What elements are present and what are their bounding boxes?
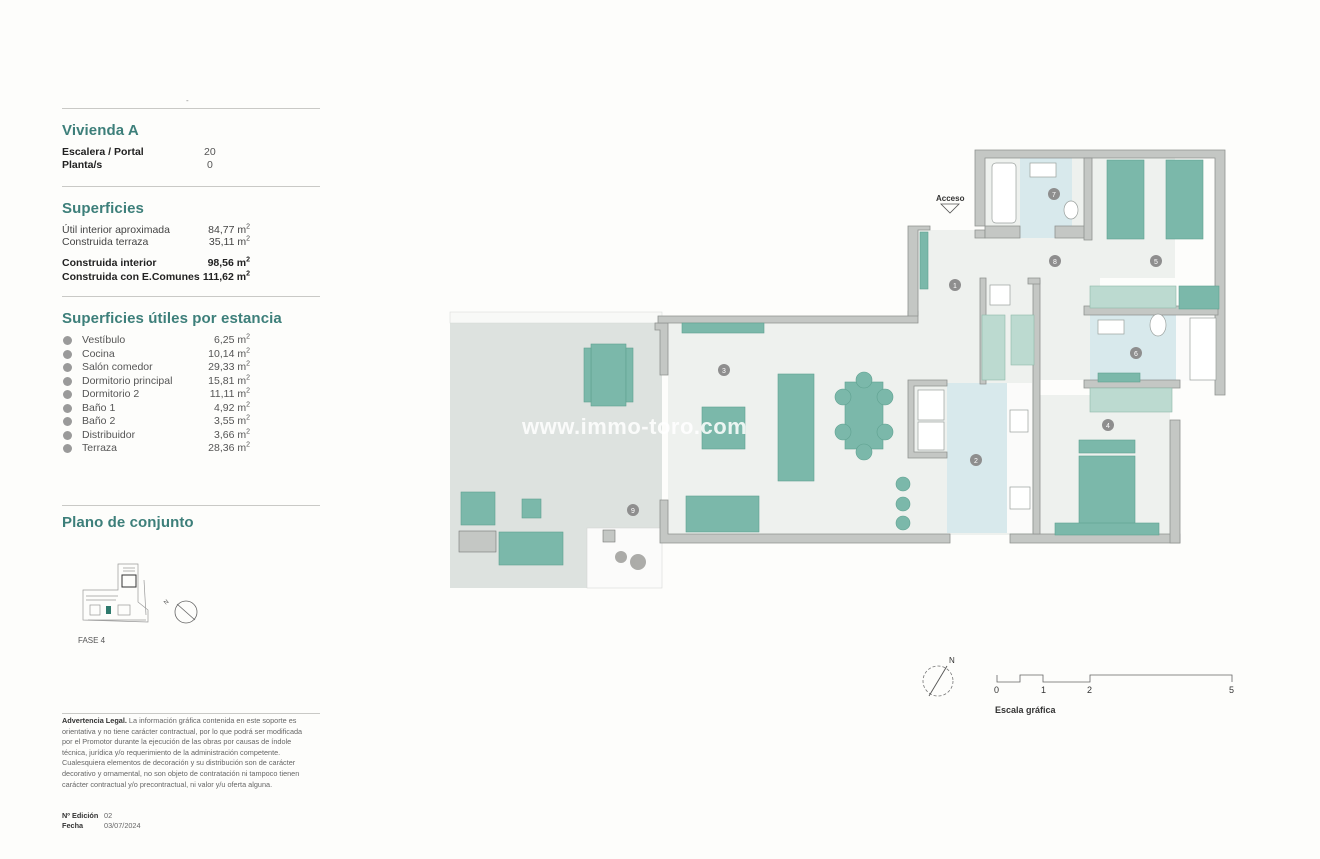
room-area: 4,92 m2 [213,401,250,414]
estancias-title: Superficies útiles por estancia [62,310,282,327]
svg-text:7: 7 [1052,192,1056,199]
room-label: Vestíbulo [82,334,126,346]
divider [62,505,320,506]
edition-value: 02 [104,811,113,820]
dining-table [844,381,884,450]
living-sofa [777,373,815,482]
room-number-marker [63,336,72,345]
room-area: 28,36 m2 [208,441,250,455]
room-number-marker [63,376,72,386]
superficie-value: 35,11 m2 [208,235,250,249]
wardrobes [981,285,1177,413]
svg-text:1: 1 [953,283,957,290]
room-label: Distribuidor [82,428,136,441]
edition-label: Nº Edición [62,811,99,820]
unit-title: Vivienda A [62,122,139,139]
svg-text:3: 3 [722,368,726,375]
scale-tick: 0 [994,685,1000,695]
svg-text:8: 8 [1053,259,1057,266]
room-number-marker [63,403,72,413]
site-plan-thumbnail: N [82,563,198,624]
scale-label: Escala gráfica [995,705,1056,715]
date-value: 03/07/2024 [104,821,141,830]
room-area: 3,66 m2 [213,428,250,441]
bed-single-2 [1165,159,1204,240]
info-sidebar: - Vivienda A Escalera / Portal 20 Planta… [62,0,320,859]
double-bed [1078,455,1136,527]
bed-single-1 [1106,159,1145,240]
room-label: Salón comedor [82,361,153,373]
room-area: 6,25 m2 [213,333,250,347]
room-number-marker [63,430,72,440]
edition-row: Nº Edición 02 [62,811,112,820]
conjunto-title: Plano de conjunto [62,514,194,531]
room-label: Dormitorio 2 [82,388,140,400]
legal-notice: Advertencia Legal. La información gráfic… [62,716,310,790]
field-label: Escalera / Portal [62,146,144,158]
svg-text:N: N [163,599,170,606]
svg-text:2: 2 [974,458,978,465]
superficie-value: 111,62 m2 [202,270,250,284]
room-area: 15,81 m2 [208,374,250,387]
room-label: Baño 2 [82,415,116,427]
superficie-label: Construida interior [62,257,157,269]
field-value: 0 [207,159,213,171]
terrace-armchair [460,491,496,526]
fixtures [917,162,1217,510]
superficie-value: 98,56 m2 [207,256,250,270]
room-number-marker [63,417,72,426]
coffee-table [701,406,746,450]
room-label: Dormitorio principal [82,374,173,387]
room-label: Cocina [82,347,115,360]
furniture [460,159,1220,566]
watermark: www.immo-toro.com [522,414,748,439]
room-area: 11,11 m2 [209,387,250,401]
divider [62,713,320,714]
svg-text:9: 9 [631,508,635,515]
room-area: 10,14 m2 [208,347,250,360]
legal-text: La información gráfica contenida en este… [62,716,303,789]
room-label: Baño 1 [82,401,116,414]
room-number-marker [63,390,72,399]
field-value: 20 [204,146,216,158]
svg-text:4: 4 [1106,423,1110,430]
superficie-label: Construida terraza [62,236,149,248]
access-arrow-icon [940,203,960,214]
terrace-table [590,343,627,407]
svg-text:5: 5 [1154,259,1158,266]
room-area: 29,33 m2 [208,360,250,374]
legal-heading: Advertencia Legal. [62,716,127,725]
room-number-marker [63,349,72,359]
divider [62,296,320,297]
header-dash: - [186,96,189,105]
superficie-label: Construida con E.Comunes [62,271,200,283]
field-label: Planta/s [62,159,103,171]
scale-tick: 5 [1229,685,1235,695]
superficie-value: 84,77 m2 [208,223,250,237]
plants [615,551,646,570]
superficie-label: Útil interior aproximada [62,224,170,236]
mini-north-icon: N [163,599,198,624]
terrace-sofa [498,531,564,566]
scale-tick: 1 [1041,685,1047,695]
scale-bar [996,674,1233,683]
north-arrow-icon [922,665,954,697]
date-label: Fecha [62,821,84,830]
room-markers [627,188,1162,516]
phase-label: FASE 4 [78,636,106,645]
room-number-marker [63,363,72,372]
superficies-title: Superficies [62,200,144,217]
divider [62,186,320,187]
sofa-bottom [685,495,760,533]
room-label: Terraza [82,442,118,454]
access-label: Acceso [936,194,965,203]
scale-tick: 2 [1087,685,1093,695]
room-number-marker [63,444,72,453]
divider [62,108,320,109]
north-label: N [949,656,955,665]
room-area: 3,55 m2 [213,414,250,428]
svg-text:6: 6 [1134,351,1138,358]
date-row: Fecha 03/07/2024 [62,821,141,830]
